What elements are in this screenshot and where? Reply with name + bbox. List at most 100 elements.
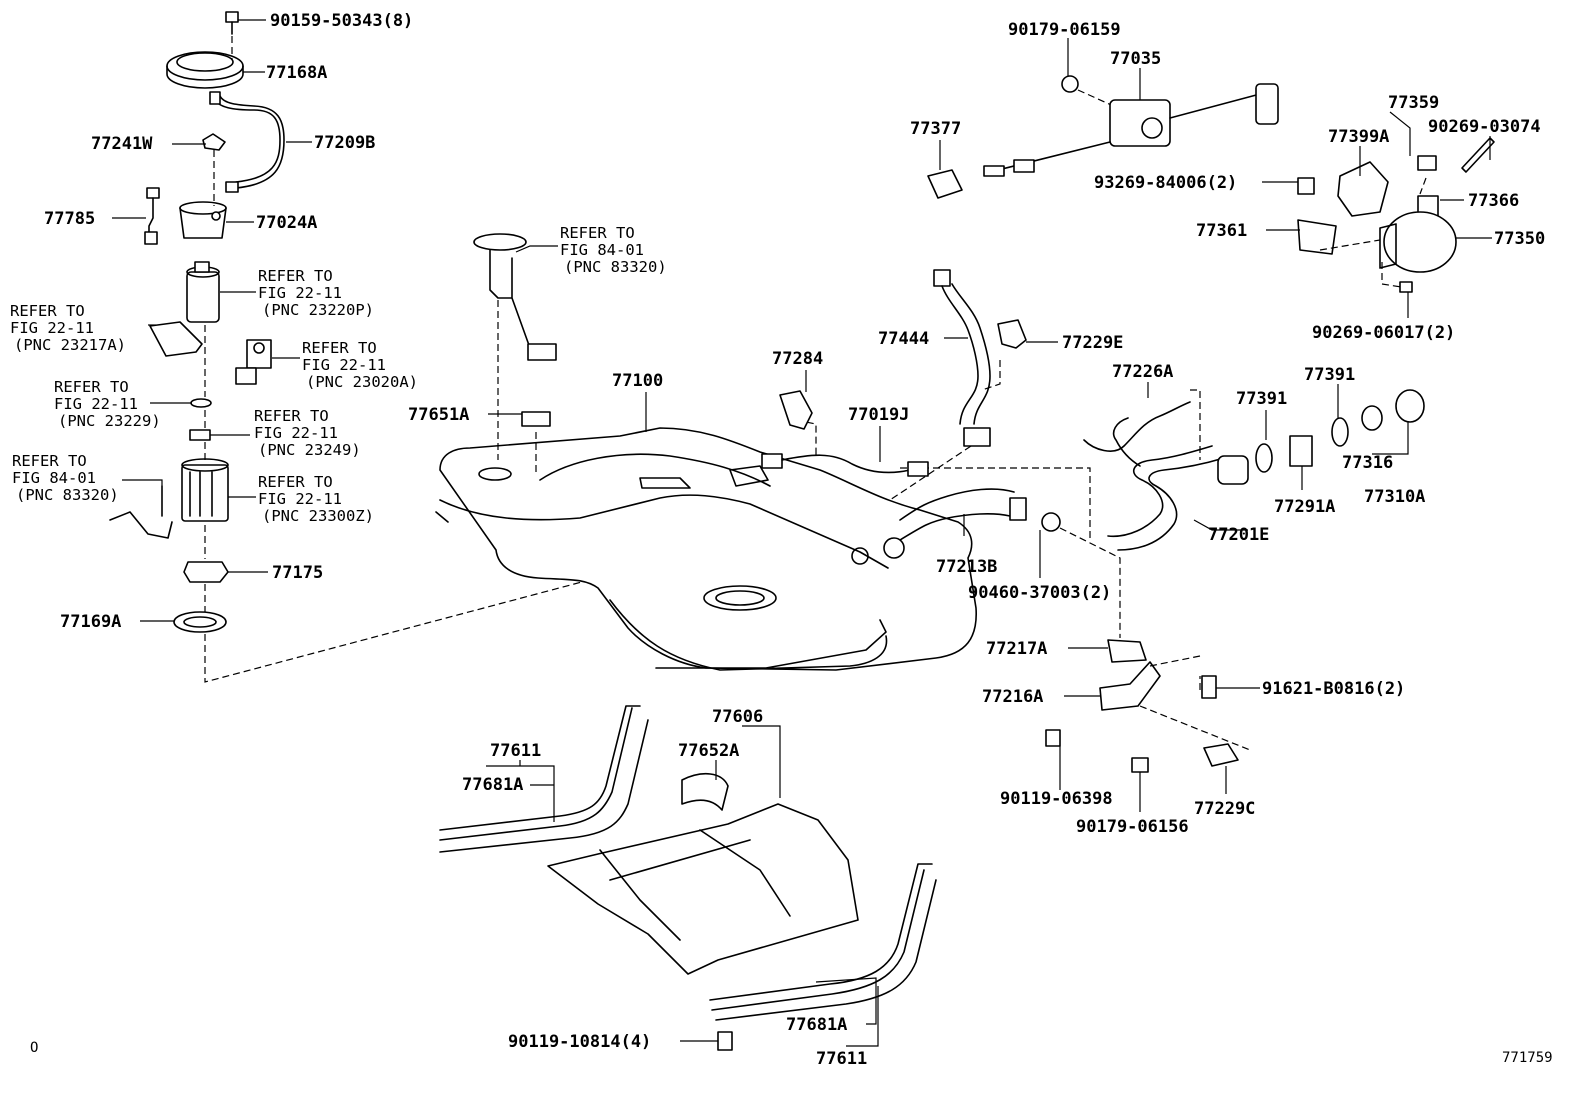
ref-23300Z-line3: (PNC 23300Z)	[262, 507, 374, 525]
label-77651A: 77651A	[408, 405, 469, 425]
label-77100: 77100	[612, 371, 663, 391]
fuel-sender-drawing	[473, 233, 557, 460]
label-90269-06017: 90269-06017(2)	[1312, 323, 1455, 343]
label-77444: 77444	[878, 329, 929, 349]
plug-77359-drawing	[1417, 155, 1437, 171]
label-77310A: 77310A	[1364, 487, 1425, 507]
tank-protector-drawing	[547, 803, 859, 975]
clip-drawing	[202, 133, 226, 151]
label-77377: 77377	[910, 119, 961, 139]
leader-lines	[112, 19, 1492, 1047]
bracket-guide-lines	[1139, 655, 1251, 751]
ref-23249-line1: REFER TO	[254, 407, 329, 425]
lock-77377-drawing	[927, 169, 963, 199]
label-77350: 77350	[1494, 229, 1545, 249]
label-77611-lower: 77611	[816, 1049, 867, 1069]
ref-83320-left-line3: (PNC 83320)	[16, 486, 119, 504]
label-77035: 77035	[1110, 49, 1161, 69]
label-77681A-lower: 77681A	[786, 1015, 847, 1035]
label-77359: 77359	[1388, 93, 1439, 113]
sender-gauge-drawing	[179, 201, 227, 239]
label-77024A: 77024A	[256, 213, 317, 233]
ref-23249-line2: FIG 22-11	[254, 424, 338, 442]
pressure-regulator-drawing	[235, 339, 272, 385]
ref-83320-top-line1: REFER TO	[560, 224, 635, 242]
fuel-lid-opener-drawing	[983, 75, 1279, 177]
label-90460-37003: 90460-37003(2)	[968, 583, 1111, 603]
harness-drawing	[761, 453, 929, 477]
vent-tube-drawing	[1083, 401, 1191, 467]
label-77201E: 77201E	[1208, 525, 1269, 545]
ref-83320-left-line2: FIG 84-01	[12, 469, 96, 487]
filler-cap-parts	[1255, 389, 1425, 473]
label-77226A: 77226A	[1112, 362, 1173, 382]
label-77785: 77785	[44, 209, 95, 229]
bracket-77216A-drawing	[1099, 661, 1161, 711]
filler-hose-drawing	[851, 488, 1027, 565]
ref-23229-line2: FIG 22-11	[54, 395, 138, 413]
label-77209B: 77209B	[314, 133, 375, 153]
label-77316: 77316	[1342, 453, 1393, 473]
label-77606: 77606	[712, 707, 763, 727]
wire-connector-drawing	[144, 187, 160, 245]
sender-wire-drawing	[109, 485, 173, 539]
pump-axis-line	[204, 36, 741, 683]
ref-23220P-line2: FIG 22-11	[258, 284, 342, 302]
pump-filter-drawing	[149, 321, 203, 357]
clamp-90460-drawing	[1041, 512, 1061, 532]
ref-23300Z-line1: REFER TO	[258, 473, 333, 491]
nut-90179-06156-drawing	[1131, 757, 1149, 773]
diagram-id: 771759	[1502, 1050, 1553, 1066]
fuel-pump-drawing	[186, 261, 220, 323]
bolt-90159-drawing	[225, 11, 239, 35]
ref-83320-top-line2: FIG 84-01	[560, 241, 644, 259]
label-90179-06159: 90179-06159	[1008, 20, 1121, 40]
gasket-drawing	[173, 611, 227, 633]
label-77019J: 77019J	[848, 405, 909, 425]
label-77175: 77175	[272, 563, 323, 583]
label-77681A-upper: 77681A	[462, 775, 523, 795]
label-77213B: 77213B	[936, 557, 997, 577]
label-77229C: 77229C	[1194, 799, 1255, 819]
bolt-93269-drawing	[1297, 177, 1315, 195]
hose-end-b	[225, 181, 239, 193]
ref-23220P-line3: (PNC 23220P)	[262, 301, 374, 319]
label-77391-b: 77391	[1304, 365, 1355, 385]
label-77168A: 77168A	[266, 63, 327, 83]
tank-band-upper-drawing	[439, 705, 649, 853]
ref-23217A-line3: (PNC 23217A)	[14, 336, 126, 354]
pump-clip-drawing	[189, 429, 211, 441]
label-77611-upper: 77611	[490, 741, 541, 761]
ref-23020A-line3: (PNC 23020A)	[306, 373, 418, 391]
ref-23220P-line1: REFER TO	[258, 267, 333, 285]
label-77284: 77284	[772, 349, 823, 369]
label-77361: 77361	[1196, 221, 1247, 241]
label-77241W: 77241W	[91, 134, 153, 154]
bolt-90119-06398-drawing	[1045, 729, 1061, 747]
label-91621-B0816: 91621-B0816(2)	[1262, 679, 1405, 699]
ref-83320-top-line3: (PNC 83320)	[564, 258, 667, 276]
label-90119-10814: 90119-10814(4)	[508, 1032, 651, 1052]
label-77291A: 77291A	[1274, 497, 1335, 517]
band-77217A-drawing	[1107, 639, 1147, 663]
label-90269-03074: 90269-03074	[1428, 117, 1541, 137]
screw-90269-drawing	[1461, 137, 1495, 173]
breather-hose-drawing	[933, 269, 991, 447]
retainer-ring-drawing	[166, 51, 244, 89]
ref-23020A-line2: FIG 22-11	[302, 356, 386, 374]
fuel-tank-drawing	[435, 427, 977, 671]
label-77399A: 77399A	[1328, 127, 1389, 147]
label-77652A: 77652A	[678, 741, 739, 761]
bracket-77229E-drawing	[997, 319, 1027, 349]
center-guide-lines	[535, 360, 1201, 638]
bolt-90119-10814-drawing	[717, 1031, 733, 1051]
label-90179-06156: 90179-06156	[1076, 817, 1189, 837]
filler-pipe-drawing	[1107, 445, 1249, 551]
pump-hose-drawing	[213, 95, 285, 189]
protector-77399A-drawing	[1337, 161, 1389, 217]
o-ring-drawing	[190, 398, 212, 408]
label-77229E: 77229E	[1062, 333, 1123, 353]
label-77217A: 77217A	[986, 639, 1047, 659]
ref-23229-line3: (PNC 23229)	[58, 412, 161, 430]
ref-23300Z-line2: FIG 22-11	[258, 490, 342, 508]
